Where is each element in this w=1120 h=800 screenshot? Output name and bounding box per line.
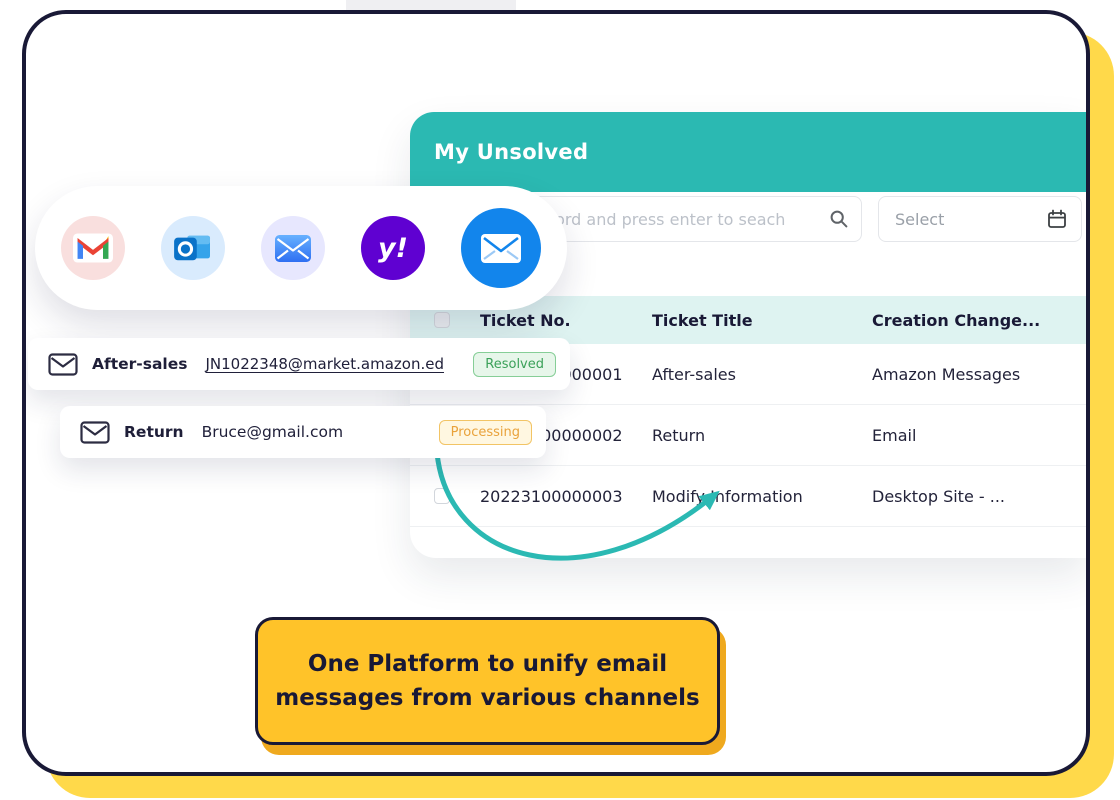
status-badge: Processing (438, 419, 532, 445)
apple-mail-icon[interactable] (261, 216, 325, 280)
cell-ticket-title: After-sales (652, 364, 736, 384)
yahoo-glyph: y! (378, 232, 408, 264)
mail-logo (481, 233, 521, 263)
apple-mail-logo (275, 234, 311, 262)
cell-creation: Desktop Site - ... (872, 486, 1005, 506)
calendar-icon (1048, 209, 1066, 228)
message-category: After-sales (92, 355, 188, 373)
search-icon[interactable] (829, 209, 849, 229)
email-providers-bar: y! (35, 186, 567, 310)
caption-banner: One Platform to unify email messages fro… (255, 617, 720, 745)
cell-ticket-title: Return (652, 425, 706, 445)
tickets-panel: My Unsolved Select (410, 112, 1086, 558)
envelope-icon (80, 420, 110, 444)
select-all-checkbox[interactable] (434, 312, 450, 328)
header-creation: Creation Change... (872, 310, 1041, 330)
email-link[interactable]: JN1022348@market.amazon.ed (205, 355, 445, 373)
cell-ticket-no: 20223100000003 (480, 486, 623, 506)
message-category: Return (124, 423, 184, 441)
gmail-logo (73, 233, 113, 263)
email-message-card[interactable]: Return Bruce@gmail.com Processing (60, 406, 546, 458)
table-row[interactable]: 20223100000003 Modify Information Deskto… (410, 466, 1086, 527)
status-badge: Resolved (473, 351, 556, 377)
app-card: My Unsolved Select (22, 10, 1090, 776)
row-checkbox[interactable] (434, 488, 450, 504)
envelope-icon (48, 352, 78, 376)
email-message-card[interactable]: After-sales JN1022348@market.amazon.ed R… (28, 338, 570, 390)
header-ticket-title: Ticket Title (652, 310, 753, 330)
panel-title: My Unsolved (434, 140, 589, 164)
cell-creation: Email (872, 425, 917, 445)
cell-ticket-title: Modify Information (652, 486, 803, 506)
caption-line-1: One Platform to unify email (307, 650, 668, 677)
table-header-row: Ticket No. Ticket Title Creation Change.… (410, 296, 1086, 344)
date-filter-select[interactable]: Select (878, 196, 1082, 242)
outlook-logo (174, 235, 210, 261)
yahoo-icon[interactable]: y! (361, 216, 425, 280)
header-ticket-no: Ticket No. (480, 310, 571, 330)
cell-creation: Amazon Messages (872, 364, 1021, 384)
gmail-icon[interactable] (61, 216, 125, 280)
email-address: Bruce@gmail.com (201, 423, 344, 441)
panel-header: My Unsolved (410, 112, 1086, 192)
caption-line-2: messages from various channels (275, 685, 700, 711)
mail-icon[interactable] (461, 208, 541, 288)
date-filter-value: Select (895, 209, 945, 229)
outlook-icon[interactable] (161, 216, 225, 280)
